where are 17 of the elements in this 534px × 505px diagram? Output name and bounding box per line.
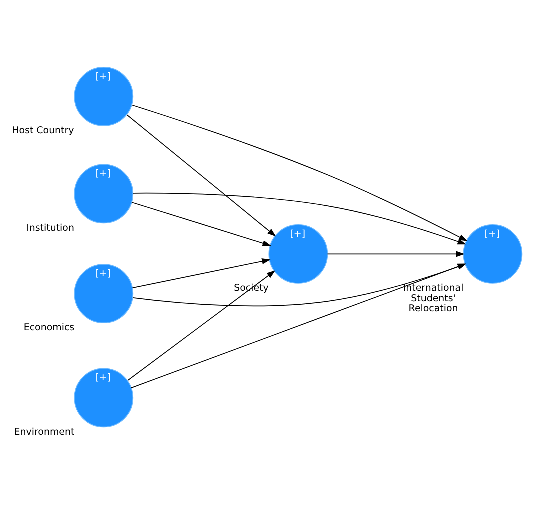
arrow xyxy=(132,202,272,246)
node-circle: [+] xyxy=(74,264,134,324)
arrow xyxy=(128,270,276,382)
arrow xyxy=(132,258,271,288)
node-circle: [+] xyxy=(74,164,134,224)
node-circle: [+] xyxy=(463,224,523,284)
arrow xyxy=(327,251,465,258)
node-circle: [+] xyxy=(74,368,134,428)
node-label: Environment xyxy=(14,426,75,438)
arrow xyxy=(126,114,276,237)
node-label: International Students' Relocation xyxy=(403,283,464,315)
node-label: Host Country xyxy=(12,126,74,137)
arrow xyxy=(133,192,466,245)
node-circle: [+] xyxy=(74,67,134,126)
node-label: Institution xyxy=(26,222,74,234)
node-label: Economics xyxy=(24,322,75,334)
arrow xyxy=(132,104,468,242)
